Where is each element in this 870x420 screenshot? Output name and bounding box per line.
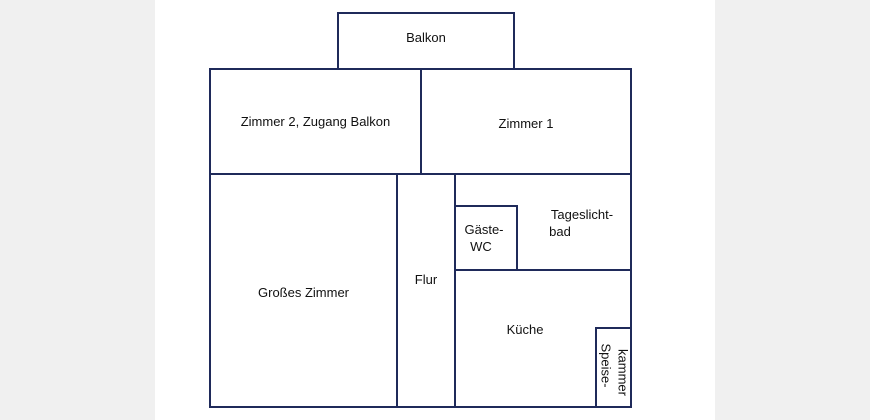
room-zimmer-2	[209, 68, 422, 175]
label-flur: Flur	[414, 272, 438, 287]
label-speisekammer-line1: Speise-	[598, 343, 614, 388]
room-gaeste-wc	[454, 205, 518, 271]
label-tageslichtbad-line2: bad	[549, 224, 571, 239]
label-balkon: Balkon	[406, 30, 446, 45]
label-zimmer-1: Zimmer 1	[498, 116, 554, 131]
room-speisekammer	[595, 327, 632, 408]
page-canvas: Balkon Zimmer 2, Zugang Balkon Zimmer 1 …	[155, 0, 715, 420]
label-gaeste-wc-line1: Gäste-	[464, 222, 504, 237]
label-speisekammer-line2: kammer	[615, 349, 631, 396]
label-grosses-zimmer: Großes Zimmer	[258, 285, 349, 300]
label-kueche: Küche	[506, 322, 544, 337]
room-flur	[396, 173, 456, 408]
label-gaeste-wc-line2: WC	[470, 239, 492, 254]
label-zimmer-2: Zimmer 2, Zugang Balkon	[240, 114, 391, 129]
label-tageslichtbad-line1: Tageslicht-	[550, 207, 614, 222]
